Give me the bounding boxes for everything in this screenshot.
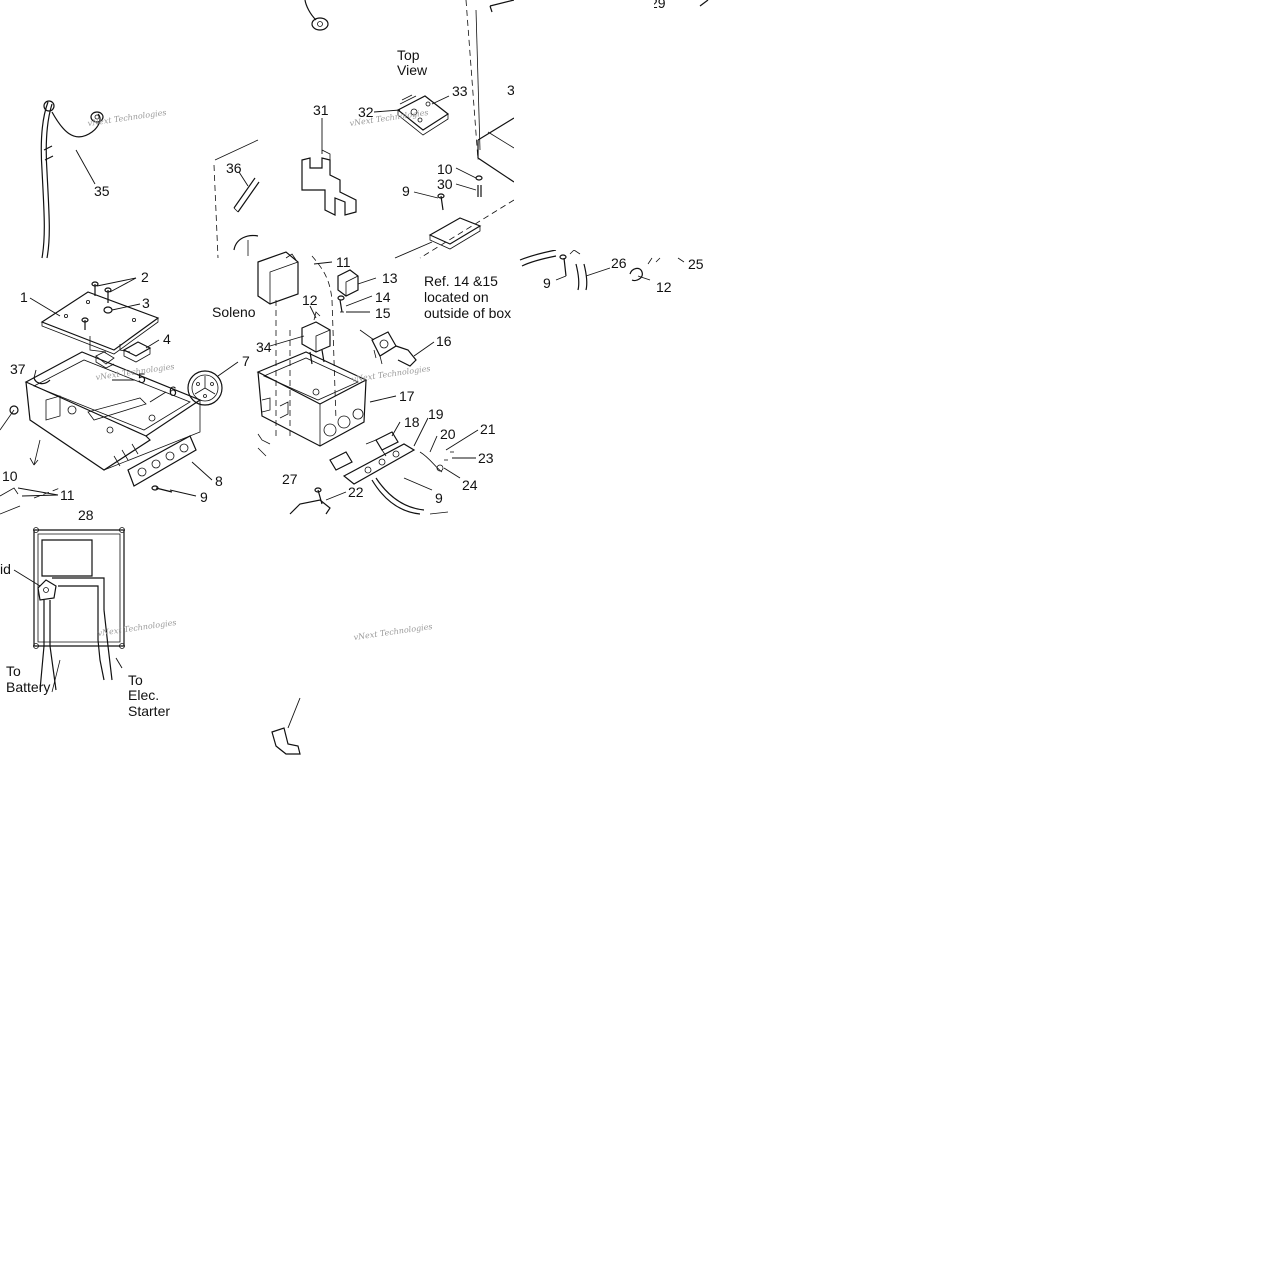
callout-number: 8	[215, 473, 223, 489]
callout-number: 25	[688, 256, 704, 272]
callout-number: 29	[650, 0, 666, 11]
solenoid-label-lower: id	[0, 561, 11, 577]
callout-number: 31	[313, 102, 329, 118]
callout-number: 26	[611, 255, 627, 271]
callout-number: 11	[60, 487, 75, 503]
elbow-part-22	[271, 697, 301, 755]
tile-masks	[0, 0, 786, 264]
callout-number: 22	[348, 484, 364, 500]
callout-number: 1	[20, 289, 28, 305]
callout-number: 13	[382, 270, 398, 286]
callout-number: 12	[656, 279, 672, 295]
to-starter-line3: Starter	[128, 703, 170, 719]
battery-cable-panel	[40, 100, 104, 259]
watermark-text: vNext Technologies	[351, 364, 431, 384]
callout-number: 9	[543, 275, 551, 291]
callout-number: 9	[435, 490, 443, 506]
callout-number: 6	[169, 383, 177, 399]
diagram-notes: Top View Ref. 14 &15 located on outside …	[0, 47, 511, 719]
callout-number: 9	[402, 183, 410, 199]
to-starter-line1: To	[128, 672, 143, 688]
watermark-text: vNext Technologies	[353, 622, 433, 642]
callout-number: 36	[226, 160, 242, 176]
callout-number: 3	[142, 295, 150, 311]
ref-note-line3: outside of box	[424, 305, 511, 321]
ring-lug-top	[304, 0, 329, 31]
callout-number: 35	[94, 183, 110, 199]
callout-number: 11	[336, 254, 351, 270]
solenoid-box-panel	[256, 251, 479, 515]
callout-number: 33	[452, 83, 468, 99]
callout-number: 16	[436, 333, 452, 349]
callout-number: 30	[437, 176, 453, 192]
callout-number: 2	[141, 269, 149, 285]
callout-number: 24	[462, 477, 478, 493]
callout-number: 7	[242, 353, 250, 369]
callout-number: 5	[138, 370, 146, 386]
callout-number: 18	[404, 414, 420, 430]
top-view-label-line2: View	[397, 62, 428, 78]
callout-number: 15	[375, 305, 391, 321]
callout-number: 28	[78, 507, 94, 523]
callout-number: 10	[2, 468, 18, 484]
callout-number: 9	[200, 489, 208, 505]
callout-number: 23	[478, 450, 494, 466]
callout-number: 3	[507, 82, 515, 98]
ref-note-line2: located on	[424, 289, 489, 305]
watermark-text: vNext Technologies	[97, 618, 177, 638]
callout-number: 4	[163, 331, 171, 347]
ref-note-line1: Ref. 14 &15	[424, 273, 498, 289]
callout-number: 37	[10, 361, 26, 377]
control-box-panel	[0, 277, 239, 515]
callout-number: 20	[440, 426, 456, 442]
callout-number: 14	[375, 289, 391, 305]
callout-numbers: 29 33 32 3 31 35 36 10 30 9 11 13 2 1 3 …	[2, 0, 704, 523]
callout-number: 21	[480, 421, 496, 437]
callout-number: 34	[256, 339, 272, 355]
solenoid-label-upper: Soleno	[212, 304, 256, 320]
callout-number: 12	[302, 292, 318, 308]
callout-number: 17	[399, 388, 415, 404]
top-view-label-line1: Top	[397, 47, 420, 63]
to-starter-line2: Elec.	[128, 687, 159, 703]
watermark-text: vNext Technologies	[95, 362, 175, 382]
fittings-strip	[519, 249, 685, 291]
to-battery-line1: To	[6, 663, 21, 679]
wiring-view-panel	[13, 527, 125, 693]
to-battery-line2: Battery	[6, 679, 50, 695]
top-view-panel	[213, 0, 709, 259]
callout-number: 19	[428, 406, 444, 422]
callout-number: 32	[358, 104, 374, 120]
watermark-text: vNext Technologies	[87, 108, 167, 128]
callout-number: 10	[437, 161, 453, 177]
callout-number: 27	[282, 471, 298, 487]
